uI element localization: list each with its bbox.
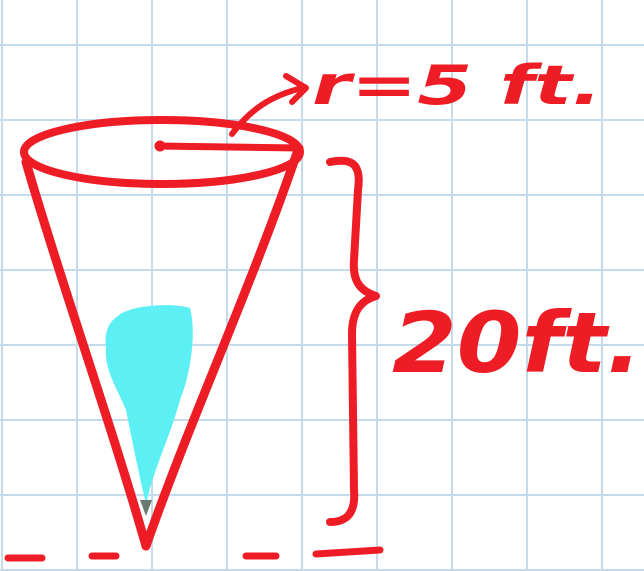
curved-arrow-icon xyxy=(229,73,309,137)
cone-top-ellipse xyxy=(20,116,304,188)
arrow-shaft xyxy=(229,85,305,137)
ground-dashes xyxy=(4,546,384,562)
water-body xyxy=(105,305,193,504)
cone-right-side xyxy=(141,145,303,551)
radius-line xyxy=(154,142,304,152)
radius-label: r=5 ft. xyxy=(312,54,602,117)
cone-left-side xyxy=(21,157,151,551)
ground-dash xyxy=(312,546,384,558)
center-dot xyxy=(154,140,166,152)
right-brace-icon xyxy=(326,156,380,526)
height-label: 20ft. xyxy=(392,294,642,392)
arrow-head xyxy=(283,73,309,105)
water-fill xyxy=(105,305,193,516)
cone-icon xyxy=(20,116,304,551)
water-tip xyxy=(140,500,152,516)
